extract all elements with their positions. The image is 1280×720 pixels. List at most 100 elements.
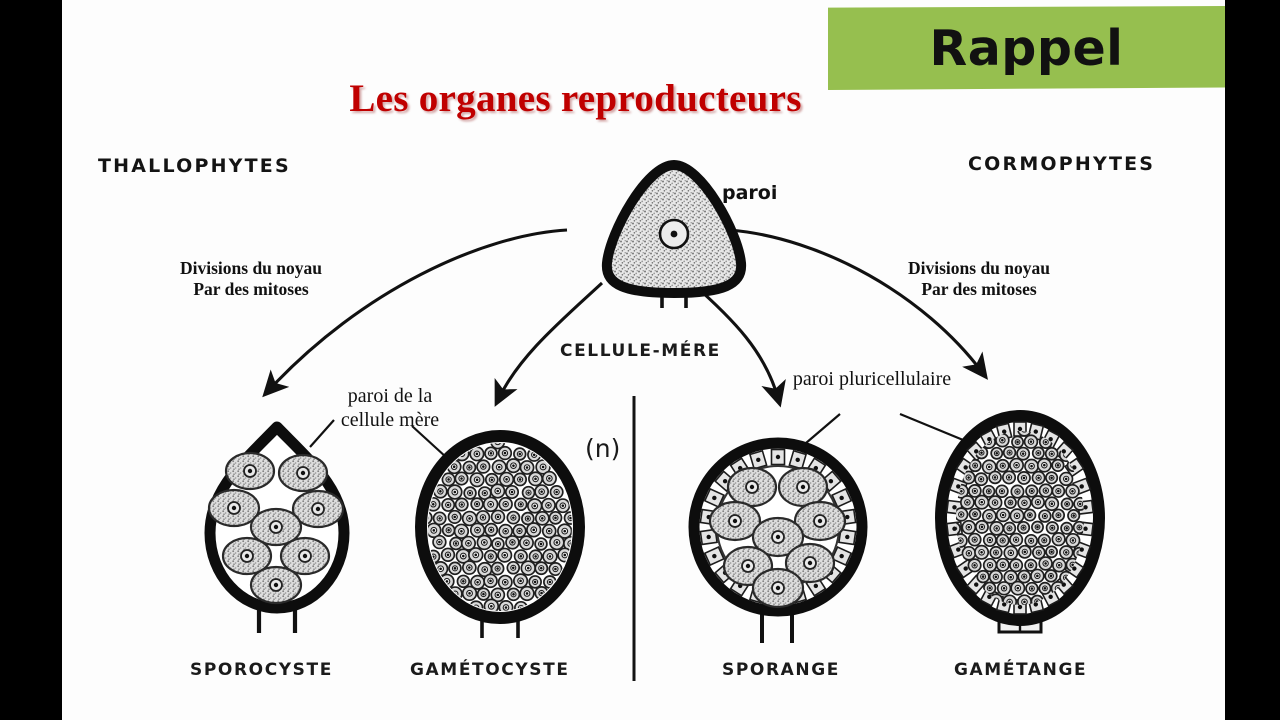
gamete-cell <box>514 497 528 512</box>
structure-cellule-mere <box>601 160 747 308</box>
gamete-cell <box>484 472 499 487</box>
gamete-cell <box>1017 544 1032 559</box>
gamete-cell <box>490 483 506 499</box>
gamete-cell <box>1010 484 1025 499</box>
gamete-cell <box>1045 545 1058 559</box>
gamete-cell <box>512 523 527 539</box>
gamete-cell <box>548 562 563 577</box>
wall-cell <box>748 449 768 470</box>
wall-cell <box>1064 457 1085 478</box>
gamete-cell <box>519 585 535 602</box>
sporocyste-cell <box>249 565 303 605</box>
sporange-inner-cells <box>708 466 847 609</box>
gamete-cell <box>982 533 997 548</box>
mitosis-note-left: Divisions du noyau Par des mitoses <box>180 258 322 301</box>
gamete-cell <box>453 523 470 539</box>
gamete-cell <box>981 508 997 524</box>
gamete-cell <box>1067 509 1081 523</box>
gamete-cell <box>1017 495 1032 511</box>
gamete-cell <box>534 484 550 500</box>
gamete-cell <box>959 494 975 510</box>
sporocyste-cell <box>221 536 273 576</box>
gamete-cell <box>483 573 498 589</box>
gamete-cell <box>447 484 463 500</box>
sporange-cell <box>793 500 847 542</box>
structure-sporange <box>688 437 868 643</box>
gamete-cell <box>440 547 456 562</box>
gamete-cell <box>1002 445 1017 460</box>
gamete-cell <box>1009 558 1024 573</box>
label-ploidy-n: (n) <box>585 434 621 463</box>
caption-gametange: GAMÉTANGE <box>954 660 1088 680</box>
gamete-cell <box>1037 533 1051 548</box>
gamete-cell <box>995 432 1010 448</box>
structure-sporocyste <box>204 421 350 633</box>
gamete-cell <box>1024 558 1038 572</box>
diagram-svg <box>204 160 1105 681</box>
gamete-cell <box>967 532 982 547</box>
gamete-cell <box>968 458 982 473</box>
gamete-cell <box>1030 568 1045 584</box>
gamete-cell <box>1044 496 1060 512</box>
gamete-cell <box>548 510 563 525</box>
sporocyste-cell <box>291 489 345 529</box>
gamete-cell <box>477 486 492 501</box>
group-header-cormophytes: CORMOPHYTES <box>968 153 1156 175</box>
gamete-cell <box>995 484 1009 498</box>
gamete-cell <box>1031 470 1046 485</box>
wall-cell <box>703 487 725 509</box>
sporange-cell <box>777 466 829 508</box>
gamete-cell <box>490 561 505 576</box>
gamete-cell <box>463 486 477 500</box>
gamete-cell <box>490 509 506 525</box>
wall-cell <box>703 545 725 567</box>
gamete-cell <box>490 587 506 603</box>
gamete-cell <box>989 545 1003 560</box>
gamete-cell <box>535 459 551 475</box>
gamete-cell <box>967 558 982 573</box>
gamete-cell <box>528 575 542 589</box>
gamete-cell <box>1060 497 1074 511</box>
sporocyste-cell <box>277 453 329 493</box>
gamete-cell <box>448 561 462 576</box>
gamete-cell <box>961 545 977 561</box>
gamete-cell <box>541 523 557 539</box>
gamete-cell <box>974 519 989 534</box>
gamete-cell <box>513 573 529 589</box>
wall-cell <box>831 487 853 509</box>
gamete-cell <box>1003 569 1019 585</box>
gamete-cell <box>982 484 996 498</box>
arrow-to-sporocyste <box>262 228 568 398</box>
wall-cell <box>831 545 853 567</box>
gamete-cell <box>534 561 549 576</box>
gamete-cell <box>1051 532 1066 547</box>
gamete-cell <box>454 471 469 486</box>
gamete-cell <box>1030 495 1045 510</box>
gamete-cell <box>469 522 486 538</box>
gamete-cell <box>1016 446 1031 461</box>
gamete-cell <box>528 471 544 487</box>
rappel-banner: Rappel <box>828 6 1225 90</box>
gamete-cell <box>475 510 491 525</box>
gamete-cell <box>1065 532 1081 548</box>
gamete-cell <box>1031 520 1044 534</box>
cellule-mere-nucleolus <box>670 230 678 238</box>
gamete-cell <box>513 447 527 461</box>
gamete-cell <box>974 544 990 560</box>
sporocyste-cell <box>224 451 276 491</box>
gamete-cell <box>1051 484 1066 498</box>
sporange-cell <box>751 567 805 609</box>
gamete-cell <box>961 519 977 535</box>
caption-gametocyste: GAMÉTOCYSTE <box>410 660 570 680</box>
gamete-cell <box>1036 457 1052 473</box>
gamete-cell <box>1025 581 1039 596</box>
gamete-cell <box>491 537 505 551</box>
gamete-cell <box>1010 580 1026 596</box>
gamete-cell <box>447 509 462 525</box>
gamete-cell <box>1051 508 1066 522</box>
gamete-cell <box>1044 446 1059 461</box>
gamete-cell <box>1004 496 1017 509</box>
gamete-cell <box>513 549 528 564</box>
gamete-cell <box>956 521 961 536</box>
